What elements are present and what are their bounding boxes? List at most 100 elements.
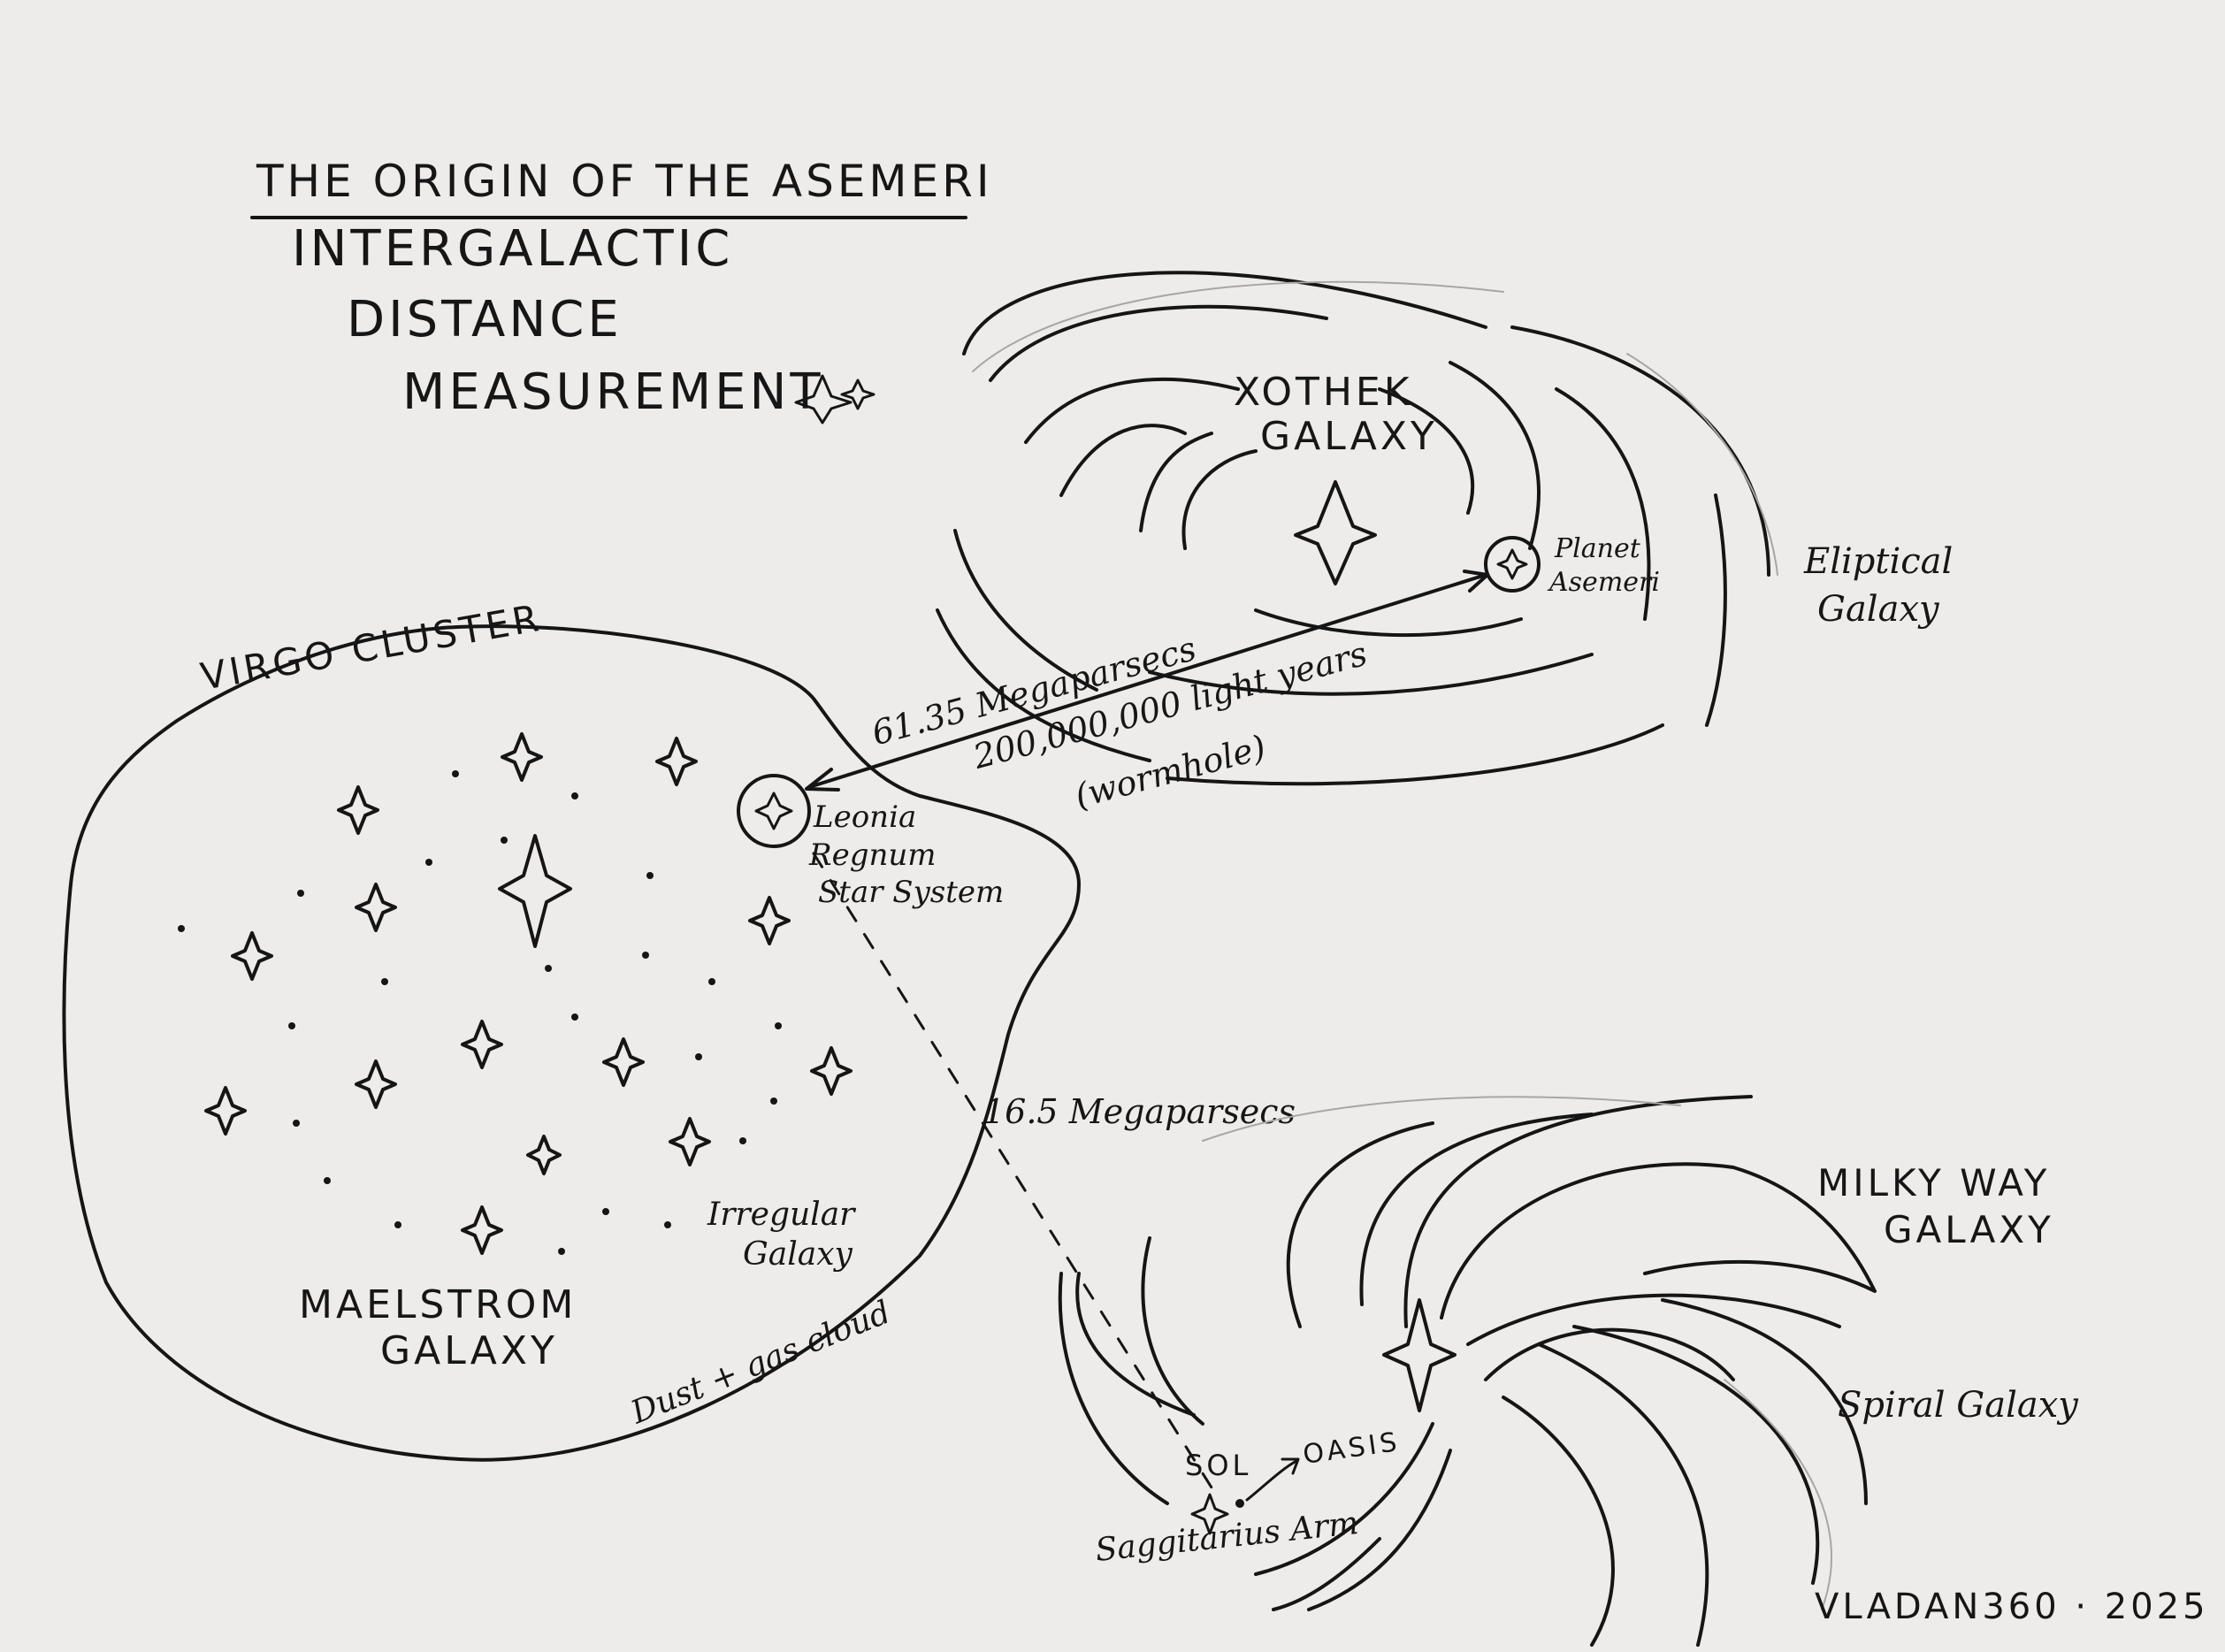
leonia-regnum-line1: Leonia bbox=[813, 799, 916, 835]
cluster-star-icon bbox=[231, 931, 273, 981]
xothek-pencil-arc bbox=[1626, 353, 1778, 576]
cluster-dot bbox=[770, 1098, 777, 1105]
planet-asemeri-line1: Planet bbox=[1554, 533, 1641, 564]
oasis-arrowhead-icon bbox=[1281, 1457, 1300, 1475]
spiral-arm bbox=[1484, 1327, 1735, 1381]
cluster-dot bbox=[381, 978, 388, 985]
dust-gas-cloud-label: Dust + gas cloud bbox=[625, 1294, 896, 1431]
cluster-star-icon bbox=[461, 1020, 503, 1069]
cluster-star-large-icon bbox=[498, 834, 572, 948]
cluster-dot bbox=[739, 1137, 746, 1144]
cluster-dot bbox=[293, 1120, 300, 1127]
planet-asemeri-marker bbox=[1484, 536, 1541, 593]
planet-asemeri-star-icon bbox=[1496, 548, 1528, 580]
spiral-arm bbox=[1075, 1272, 1196, 1417]
cluster-star-icon bbox=[204, 1086, 247, 1136]
cluster-dot bbox=[664, 1221, 671, 1228]
spiral-pencil-arc bbox=[1202, 1096, 1681, 1142]
spiral-arm bbox=[1286, 1121, 1434, 1328]
virgo-cluster-label: VIRGO CLUSTER bbox=[197, 596, 545, 699]
sol-star-icon bbox=[1190, 1493, 1229, 1535]
cluster-dot bbox=[775, 1022, 782, 1029]
spiral-arm bbox=[1466, 1293, 1841, 1346]
leonia-regnum-line2: Regnum bbox=[808, 837, 937, 873]
cluster-dot bbox=[602, 1208, 609, 1215]
xothek-arc bbox=[936, 608, 1151, 762]
wormhole-arrow-line bbox=[807, 573, 1487, 789]
xothek-arc bbox=[1139, 432, 1213, 532]
maelstrom-galaxy-line1: MAELSTROM bbox=[299, 1282, 577, 1327]
xothek-arc bbox=[1024, 377, 1240, 444]
cluster-dot bbox=[708, 978, 715, 985]
cluster-dot bbox=[501, 837, 508, 844]
xothek-arc bbox=[1378, 387, 1474, 515]
milky-way-name-line1: MILKY WAY bbox=[1817, 1161, 2050, 1205]
cluster-dot bbox=[642, 952, 649, 959]
xothek-pencil-arc bbox=[972, 280, 1504, 372]
cluster-dot bbox=[695, 1053, 702, 1060]
spiral-arm bbox=[1572, 1325, 1820, 1585]
xothek-name-line1: XOTHEK bbox=[1234, 370, 1413, 415]
xothek-type-line1: Eliptical bbox=[1803, 541, 1953, 582]
spiral-arm bbox=[1254, 1422, 1434, 1576]
cluster-dot bbox=[297, 890, 304, 897]
cluster-star-icon bbox=[655, 737, 698, 786]
cluster-dot bbox=[394, 1221, 401, 1228]
xothek-galaxy: XOTHEK GALAXY Eliptical Galaxy Planet As… bbox=[936, 271, 1953, 786]
leonia-regnum-star-icon bbox=[754, 792, 793, 830]
spiral-arm bbox=[1502, 1396, 1615, 1647]
spiral-arm bbox=[1307, 1449, 1452, 1611]
planet-asemeri-line2: Asemeri bbox=[1547, 567, 1660, 598]
cluster-dot bbox=[452, 770, 459, 777]
spiral-arm bbox=[1661, 1298, 1868, 1505]
milky-way-type-label: Spiral Galaxy bbox=[1838, 1385, 2079, 1426]
title-block: THE ORIGIN OF THE ASEMERI INTERGALACTIC … bbox=[250, 156, 993, 424]
sol-route: 16.5 Megaparsecs bbox=[812, 852, 1296, 1496]
xothek-arc bbox=[1148, 653, 1594, 696]
xothek-arc bbox=[1166, 723, 1664, 786]
cluster-dot bbox=[288, 1022, 295, 1029]
artist-signature: VLADAN360 · 2025 bbox=[1815, 1587, 2209, 1627]
cluster-star-icon bbox=[461, 1205, 503, 1255]
wormhole-arrowhead-icon bbox=[805, 768, 840, 792]
xothek-arc bbox=[1555, 387, 1651, 621]
oasis-dot bbox=[1235, 1499, 1244, 1508]
irregular-galaxy-line2: Galaxy bbox=[743, 1236, 853, 1273]
xothek-arc bbox=[1181, 449, 1258, 550]
oasis-label: OASIS bbox=[1301, 1426, 1402, 1471]
wormhole-arrowtail-icon bbox=[1463, 570, 1489, 593]
cluster-star-icon bbox=[526, 1135, 562, 1175]
xothek-arc bbox=[1510, 325, 1770, 577]
cluster-star-icon bbox=[669, 1117, 711, 1166]
xothek-arc bbox=[989, 304, 1328, 382]
cluster-dot bbox=[545, 965, 552, 972]
cluster-star-icon bbox=[602, 1037, 645, 1087]
cluster-star-icon bbox=[810, 1046, 853, 1096]
xothek-arc bbox=[1059, 424, 1187, 497]
spiral-arm bbox=[1359, 1113, 1594, 1306]
title-line-intergalactic: INTERGALACTIC bbox=[292, 220, 733, 278]
xothek-type-line2: Galaxy bbox=[1817, 589, 1940, 630]
title-line-distance: DISTANCE bbox=[347, 291, 623, 348]
sol-label: SOL bbox=[1185, 1449, 1251, 1482]
spiral-arm bbox=[1537, 1342, 1709, 1647]
spiral-arm bbox=[1141, 1236, 1204, 1426]
leonia-regnum-marker bbox=[737, 774, 811, 848]
leonia-regnum-line3: Star System bbox=[818, 875, 1004, 910]
milky-way-core-star-icon bbox=[1382, 1298, 1457, 1412]
cluster-star-icon bbox=[355, 883, 397, 932]
oasis-arrow-line bbox=[1245, 1459, 1298, 1502]
xothek-arc bbox=[1254, 608, 1523, 638]
sol-distance-label: 16.5 Megaparsecs bbox=[983, 1092, 1296, 1131]
title-main: THE ORIGIN OF THE ASEMERI bbox=[256, 156, 993, 207]
title-star-icon bbox=[794, 374, 853, 424]
sol-route-dashed-line bbox=[812, 852, 1218, 1496]
xothek-name-line2: GALAXY bbox=[1260, 414, 1438, 459]
xothek-core-star-icon bbox=[1294, 480, 1377, 585]
cluster-star-icon bbox=[748, 896, 791, 945]
title-small-star-icon bbox=[840, 379, 875, 410]
spiral-arm bbox=[1403, 1095, 1753, 1328]
cluster-dot bbox=[571, 1013, 578, 1021]
